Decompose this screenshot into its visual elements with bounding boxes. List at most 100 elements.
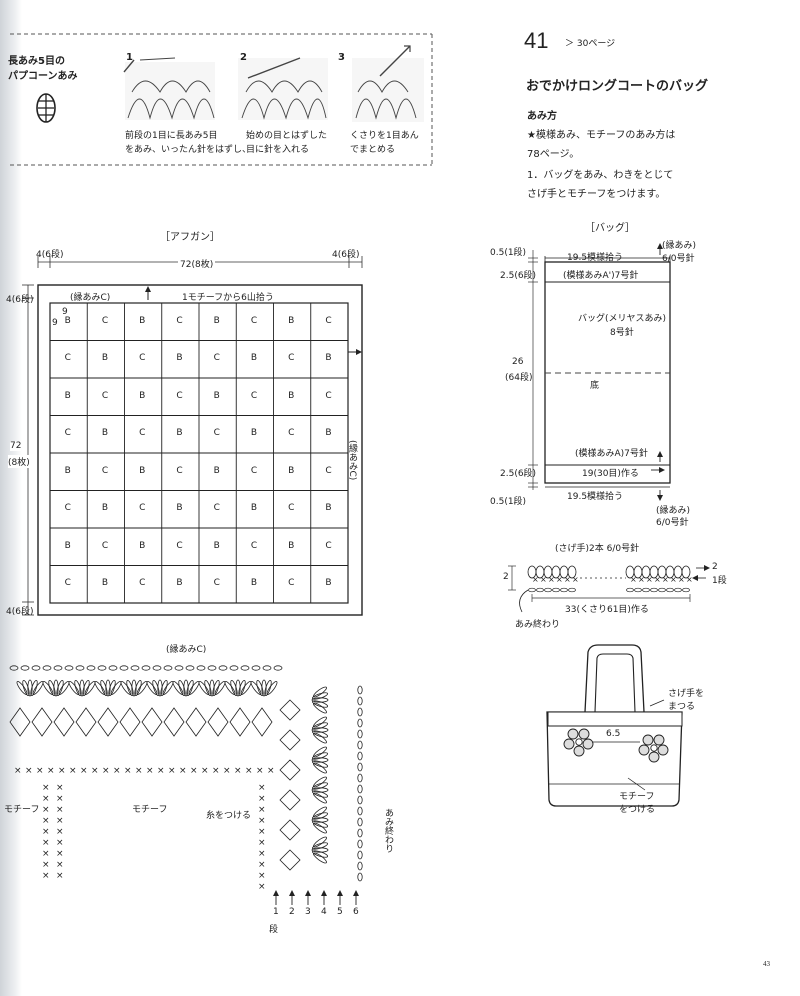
bag-bottom-edging: (縁あみ) xyxy=(656,506,691,516)
edging-row-number: 2 xyxy=(289,907,295,917)
svg-text:×: × xyxy=(638,575,645,584)
motif-attach-line1: モチーフ xyxy=(619,792,655,802)
svg-text:×: × xyxy=(179,766,187,776)
svg-text:×: × xyxy=(223,766,231,776)
handle-row-label-2: 2 xyxy=(712,562,718,572)
svg-text:×: × xyxy=(572,575,579,584)
motif-cell-0-6: B xyxy=(288,315,295,326)
motif-cell-0-4: B xyxy=(213,315,220,326)
flower-motif-left xyxy=(563,728,594,757)
edging-motif-label-left: モチーフ xyxy=(4,805,40,815)
motif-cell-0-5: C xyxy=(250,315,258,326)
svg-text:×: × xyxy=(58,766,66,776)
afghan-top-right-dim: 4(6段) xyxy=(332,250,360,260)
svg-text:×: × xyxy=(540,575,547,584)
bag-title: ［バッグ］ xyxy=(585,223,635,234)
motif-attach-line2: をつける xyxy=(619,805,656,815)
edging-motif-label-center: モチーフ xyxy=(132,805,168,815)
motif-cell-4-6: B xyxy=(288,465,295,476)
motif-cell-2-2: B xyxy=(139,390,146,401)
motif-cell-7-0: C xyxy=(64,578,71,589)
motif-cell-4-1: C xyxy=(101,465,109,476)
svg-text:×: × xyxy=(258,849,266,859)
bag-top-pickup: 19.5模様拾う xyxy=(567,253,624,263)
motif-cell-5-4: C xyxy=(213,503,220,514)
method-heading: あみ方 xyxy=(527,111,557,122)
motif-cell-0-3: C xyxy=(176,315,183,326)
motif-cell-3-6: C xyxy=(288,428,295,439)
svg-text:×: × xyxy=(532,575,539,584)
motif-cell-7-3: B xyxy=(176,578,183,589)
bag-bottom-hook: 6/0号針 xyxy=(656,518,689,528)
motif-cell-3-7: B xyxy=(325,428,332,439)
motif-cell-1-3: B xyxy=(176,353,183,364)
motif-cell-2-3: C xyxy=(176,390,183,401)
motif-cell-7-2: C xyxy=(139,578,146,589)
svg-text:×: × xyxy=(56,827,64,837)
bag-height-rows: (64段) xyxy=(505,370,533,383)
motif-cell-1-1: B xyxy=(101,353,109,364)
svg-text:×: × xyxy=(168,766,176,776)
bag-height-dim: 26 xyxy=(512,357,524,367)
bag-bottom-label: 底 xyxy=(590,381,600,391)
step3-illustration xyxy=(352,45,424,122)
handle-height-dim: 2 xyxy=(503,572,509,582)
afghan-edge-label: (縁あみC) xyxy=(70,293,111,303)
tutorial-title-line2: パプコーンあみ xyxy=(8,71,78,82)
bag-top-edging: (縁あみ) xyxy=(662,241,697,251)
svg-text:×: × xyxy=(646,575,653,584)
svg-text:×: × xyxy=(14,766,22,776)
method-line2: 78ページ。 xyxy=(527,149,580,160)
motif-cell-0-1: C xyxy=(101,315,109,326)
project-number: 41 xyxy=(524,28,549,53)
page-number: 43 xyxy=(763,960,770,968)
step2-number: 2 xyxy=(240,52,247,63)
svg-text:×: × xyxy=(69,766,77,776)
svg-text:×: × xyxy=(42,794,50,804)
motif-cell-4-3: C xyxy=(176,465,183,476)
svg-text:×: × xyxy=(662,575,669,584)
motif-cell-5-2: C xyxy=(139,503,146,514)
step3-number: 3 xyxy=(338,52,345,63)
handle-end-label: あみ終わり xyxy=(515,620,561,630)
motif-cell-6-4: B xyxy=(213,540,220,551)
motif-cell-4-7: C xyxy=(325,465,332,476)
svg-text:×: × xyxy=(42,871,50,881)
bag-top-band-label: (模様あみA')7号針 xyxy=(563,271,639,281)
svg-text:×: × xyxy=(258,816,266,826)
bag-bottom-edge-dim: 0.5(1段) xyxy=(490,497,527,507)
motif-cell-3-4: C xyxy=(213,428,220,439)
motif-cell-2-0: B xyxy=(64,390,71,401)
svg-text:×: × xyxy=(56,816,64,826)
motif-cell-6-5: C xyxy=(250,540,258,551)
motif-cell-5-7: B xyxy=(325,503,332,514)
bag-top-hook: 6/0号針 xyxy=(662,254,695,264)
svg-text:×: × xyxy=(258,860,266,870)
svg-text:×: × xyxy=(36,766,44,776)
step1-illustration xyxy=(123,57,215,120)
motif-cell-1-2: C xyxy=(139,353,146,364)
bag-body-label: バッグ(メリヤスあみ) xyxy=(578,314,667,324)
page-reference: ＞ 30ページ xyxy=(565,39,616,49)
edging-row-number: 4 xyxy=(321,907,327,917)
svg-text:×: × xyxy=(245,766,253,776)
svg-text:×: × xyxy=(267,766,275,776)
motif-cell-4-2: B xyxy=(139,465,146,476)
svg-text:×: × xyxy=(190,766,198,776)
motif-cell-3-0: C xyxy=(64,428,71,439)
svg-text:×: × xyxy=(42,827,50,837)
afghan-title: ［アフガン］ xyxy=(160,232,220,243)
svg-text:×: × xyxy=(234,766,242,776)
svg-text:×: × xyxy=(258,882,266,892)
motif-cell-0-0: B xyxy=(64,315,71,326)
motif-cell-2-4: B xyxy=(213,390,220,401)
step1-text-line2: をあみ、いったん針をはずし、 xyxy=(125,145,252,155)
svg-text:×: × xyxy=(686,575,693,584)
handle-row-label-1: 1段 xyxy=(712,576,727,586)
edging-end-label: あみ終わり xyxy=(383,808,393,853)
step1-text-line1: 前段の1目に長あみ5目 xyxy=(125,131,218,141)
afghan-motif-pickup: 1モチーフから6山拾う xyxy=(182,293,274,303)
